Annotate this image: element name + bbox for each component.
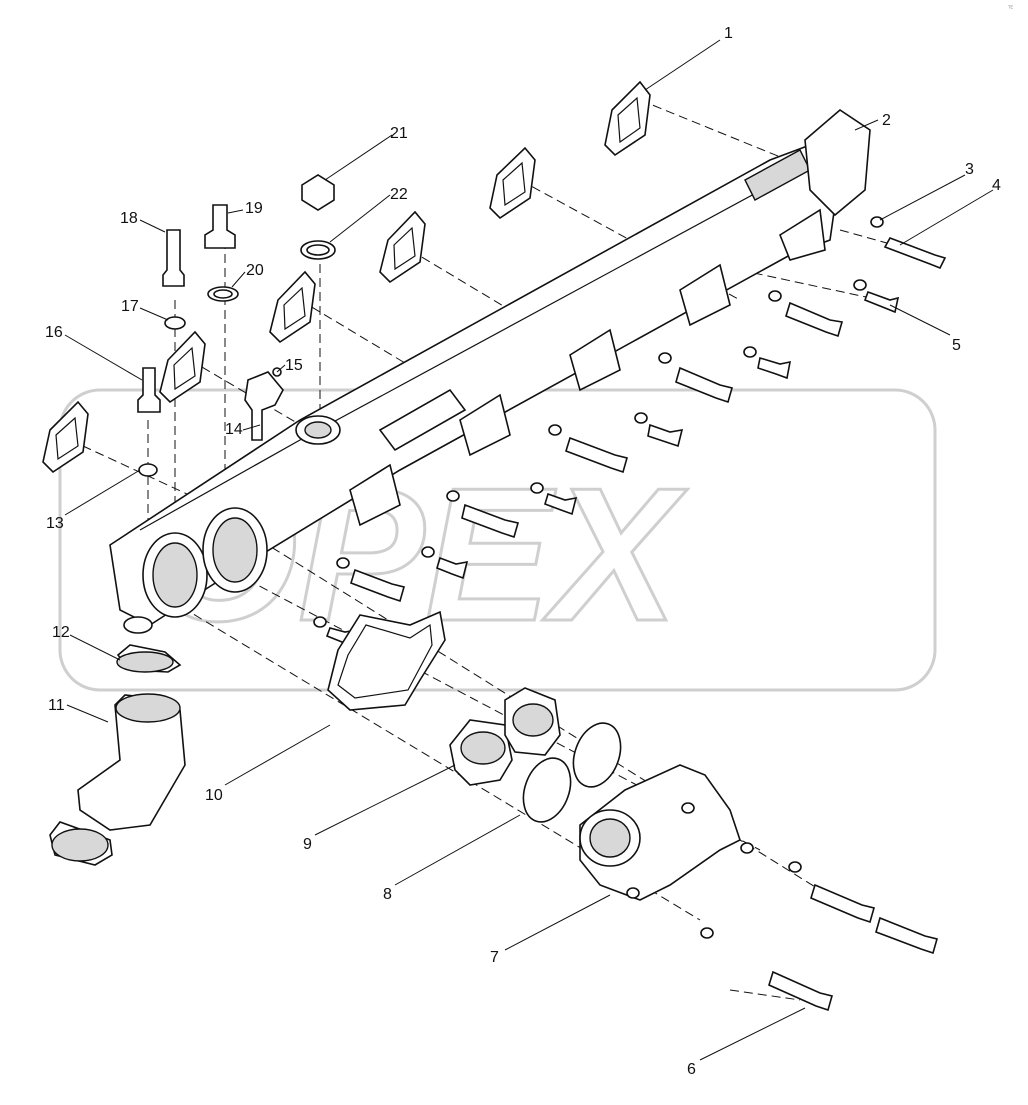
callout-16: 16 xyxy=(45,324,63,341)
callout-4: 4 xyxy=(992,177,1001,194)
callout-9: 9 xyxy=(303,836,312,853)
gasket-parts xyxy=(42,80,651,474)
callout-19: 19 xyxy=(245,200,263,217)
callout-14: 14 xyxy=(225,421,243,438)
callout-22: 22 xyxy=(390,186,408,203)
bolts-and-washers xyxy=(313,216,947,1012)
sensor-fittings xyxy=(137,174,336,477)
callout-5: 5 xyxy=(952,337,961,354)
leader-lines xyxy=(64,39,994,1061)
callout-12: 12 xyxy=(52,624,70,641)
callout-18: 18 xyxy=(120,210,138,227)
callout-20: 20 xyxy=(246,262,264,279)
callout-10: 10 xyxy=(205,787,223,804)
callout-3: 3 xyxy=(965,161,974,178)
callout-21: 21 xyxy=(390,125,408,142)
callout-15: 15 xyxy=(285,357,303,374)
callout-7: 7 xyxy=(490,949,499,966)
callout-11: 11 xyxy=(48,697,65,714)
corner-mark: ᵀᴱ xyxy=(1008,5,1014,12)
callout-8: 8 xyxy=(383,886,392,903)
callout-2: 2 xyxy=(882,112,891,129)
thermostat-assembly xyxy=(327,610,622,823)
hose-and-clamps xyxy=(49,644,186,866)
callout-13: 13 xyxy=(46,515,64,532)
callout-6: 6 xyxy=(687,1061,696,1078)
callout-1: 1 xyxy=(724,25,733,42)
water-manifold xyxy=(109,108,871,634)
callout-labels: 1 2 3 4 5 6 7 8 9 10 11 12 13 14 15 16 1… xyxy=(45,25,1001,1078)
thermostat-housing xyxy=(579,764,741,901)
callout-17: 17 xyxy=(121,298,139,315)
